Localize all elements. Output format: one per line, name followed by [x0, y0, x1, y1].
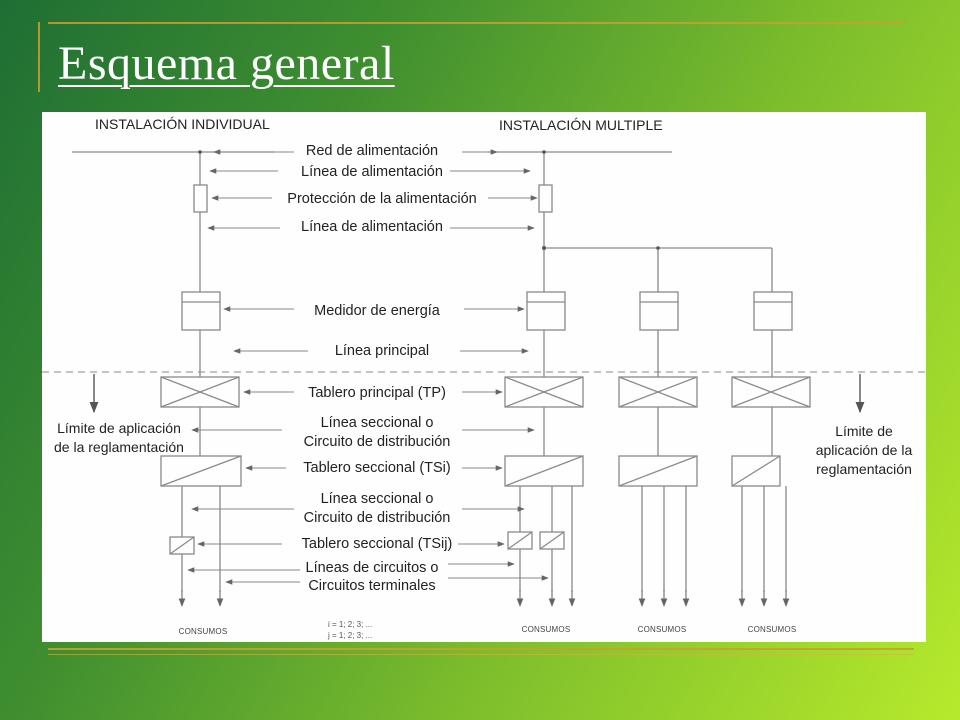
slide-title: Esquema general: [58, 37, 395, 90]
header-instalacion-multiple: INSTALACIÓN MULTIPLE: [499, 117, 663, 133]
label-tablero-principal: Tablero principal (TP): [308, 385, 446, 401]
label-tablero-seccional-tsij: Tablero seccional (TSij): [301, 536, 453, 552]
tablero-seccional-individual: [160, 455, 242, 487]
label-consumos-individual: CONSUMOS: [178, 627, 228, 636]
label-lineas-circuitos: Líneas de circuitos o: [305, 560, 439, 576]
label-limite-izquierdo-1: Límite de aplicación: [57, 420, 181, 436]
electrical-diagram: INSTALACIÓN INDIVIDUAL INSTALACIÓN MULTI…: [42, 112, 926, 642]
tablero-seccional-multiple-1: [504, 455, 584, 487]
diagram-drawing: [42, 149, 926, 607]
label-linea-alimentacion-2: Línea de alimentación: [301, 219, 443, 235]
label-medidor-energia: Medidor de energía: [314, 303, 440, 319]
consumo-arrows: [178, 590, 790, 607]
proteccion-multiple: [538, 184, 553, 213]
label-consumos-multiple-1: CONSUMOS: [521, 625, 571, 634]
label-linea-seccional-1a: Línea seccional o: [320, 415, 434, 431]
index-note-i: i = 1; 2; 3; ...: [328, 620, 373, 629]
tablero-seccional-multiple-2: [618, 455, 698, 487]
medidor-multiple-3: [753, 291, 793, 331]
label-linea-seccional-2a: Línea seccional o: [320, 491, 434, 507]
label-consumos-multiple-2: CONSUMOS: [637, 625, 687, 634]
label-proteccion-alimentacion: Protección de la alimentación: [287, 191, 477, 207]
label-red-alimentacion: Red de alimentación: [305, 143, 439, 159]
decorative-bottom-line: [48, 648, 914, 650]
label-tablero-seccional-tsi: Tablero seccional (TSi): [303, 460, 451, 476]
label-limite-derecho-1: Límite de: [835, 423, 893, 439]
label-linea-principal: Línea principal: [334, 343, 430, 359]
label-circuito-distribucion-1: Circuito de distribución: [303, 434, 451, 450]
label-consumos-multiple-3: CONSUMOS: [747, 625, 797, 634]
tablero-seccional-multiple-3: [731, 455, 781, 487]
decorative-bottom-line-thin: [48, 654, 914, 655]
medidor-multiple-2: [639, 291, 679, 331]
decorative-top-line: [48, 22, 903, 24]
tablero-principal-multiple-3: [731, 376, 811, 408]
label-circuitos-terminales: Circuitos terminales: [308, 578, 436, 594]
index-note-j: j = 1; 2; 3; ...: [328, 631, 373, 640]
label-linea-alimentacion-1: Línea de alimentación: [301, 164, 443, 180]
medidor-multiple-1: [526, 291, 566, 331]
label-circuito-distribucion-2: Circuito de distribución: [303, 510, 451, 526]
header-instalacion-individual: INSTALACIÓN INDIVIDUAL: [95, 116, 270, 132]
label-limite-derecho-3: reglamentación: [816, 461, 912, 477]
label-limite-izquierdo-2: de la reglamentación: [54, 439, 184, 455]
decorative-left-line: [38, 22, 40, 92]
medidor-individual: [181, 291, 221, 331]
proteccion-individual: [193, 184, 208, 213]
label-limite-derecho-2: aplicación de la: [815, 442, 913, 458]
